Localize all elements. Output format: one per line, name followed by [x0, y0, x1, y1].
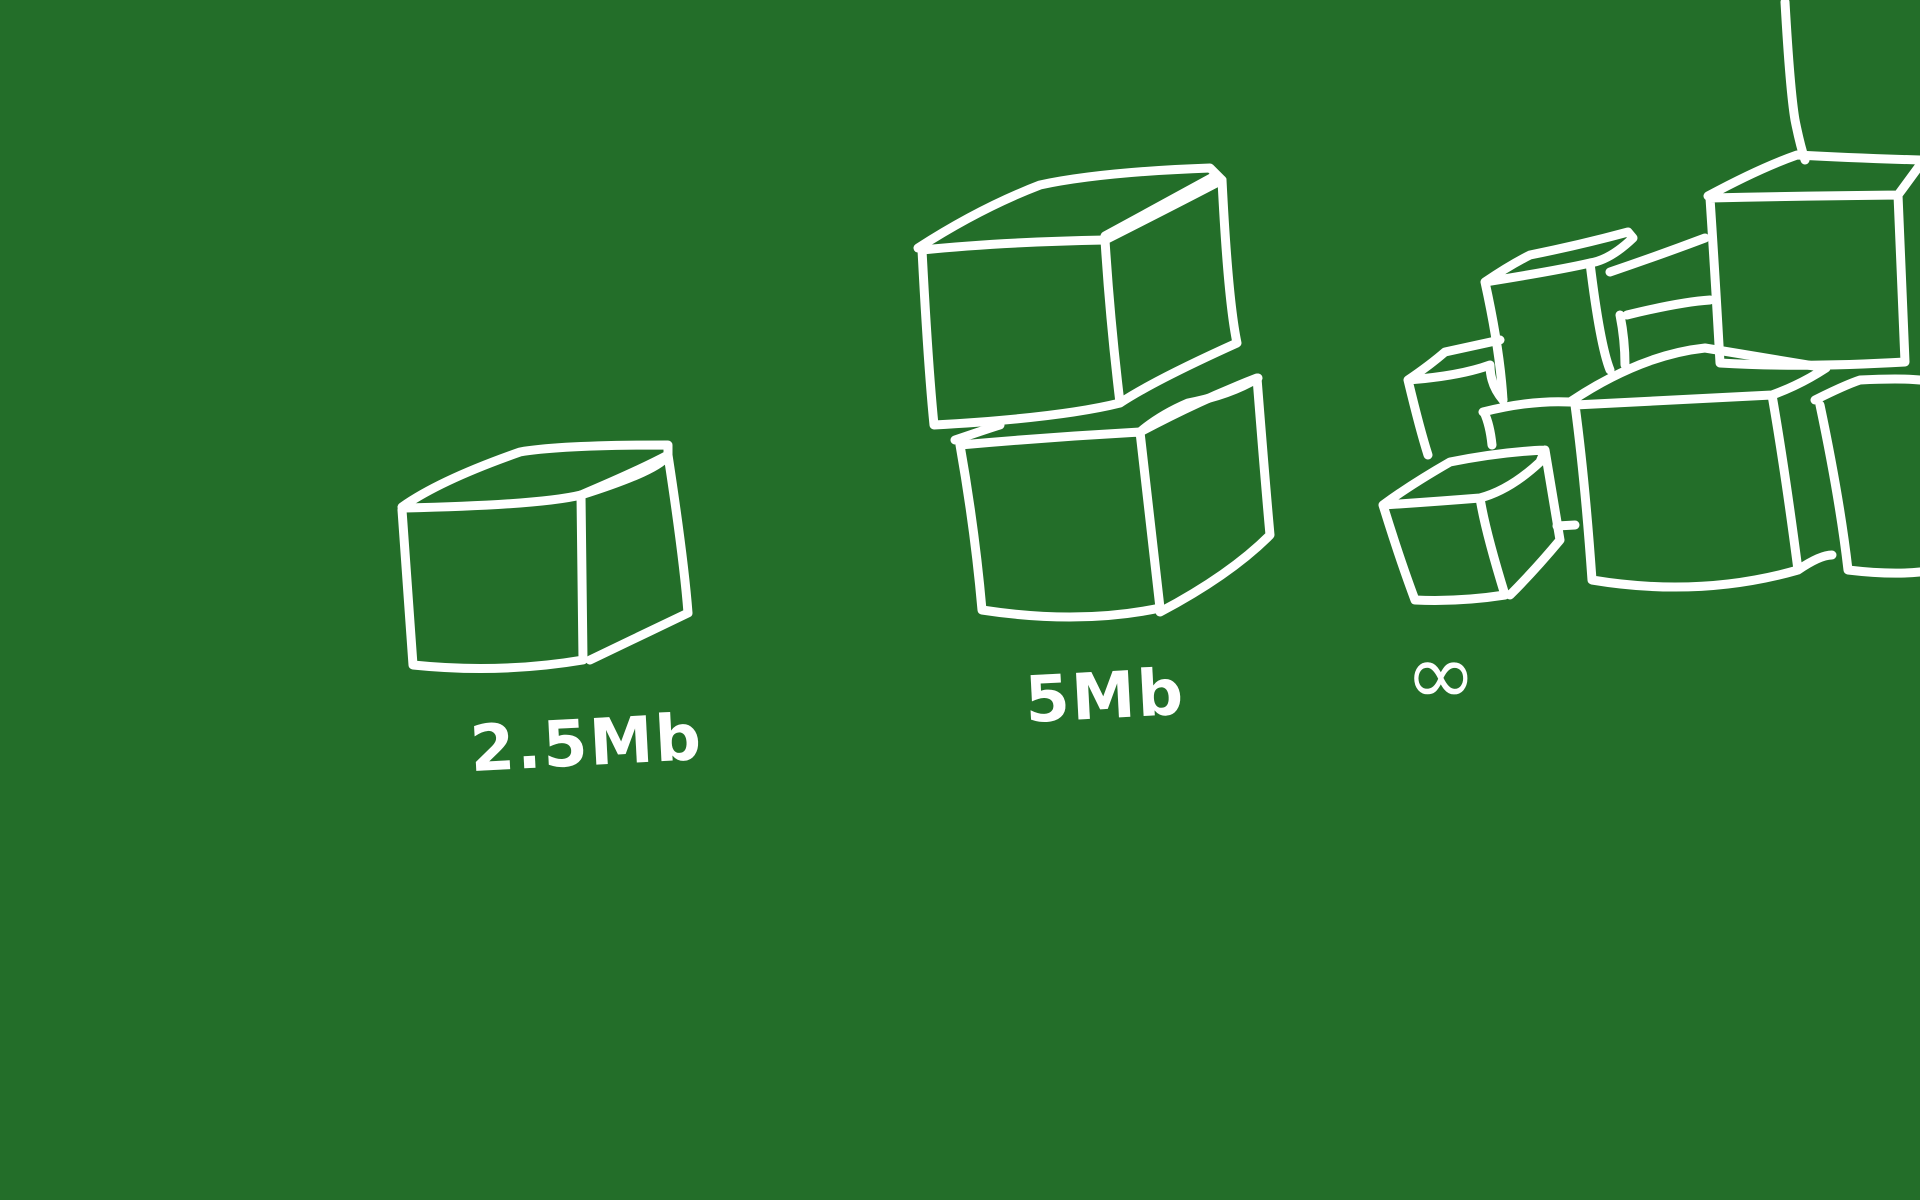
size-label-small: 2.5Mb: [468, 700, 705, 788]
pile-center-connector: [1478, 397, 1580, 531]
pile-tall-line: [1780, 0, 1810, 165]
single-box: [397, 440, 693, 673]
pile-bottom-left-box: [1378, 445, 1565, 605]
pile-top-right-box: [1703, 150, 1920, 370]
box-pile: [1378, 0, 1920, 605]
stacked-top-front: [917, 235, 1125, 430]
pile-left-box: [1403, 335, 1508, 460]
size-label-medium: 5Mb: [1023, 655, 1187, 739]
single-box-top: [397, 440, 673, 512]
size-label-infinite: ∞: [1405, 625, 1479, 725]
pile-right-box: [1810, 374, 1920, 578]
stacked-top-side: [1100, 175, 1242, 408]
stacked-boxes: [913, 163, 1275, 622]
stacked-top-lid: [913, 163, 1227, 253]
pile-center-box: [1565, 343, 1837, 592]
stacked-bottom-lid: [950, 373, 1263, 445]
single-box-front: [397, 490, 588, 673]
pile-mid-small-box: [1605, 233, 1715, 370]
pile-small-upper-box: [1480, 227, 1638, 405]
stacked-bottom-front: [955, 427, 1165, 622]
